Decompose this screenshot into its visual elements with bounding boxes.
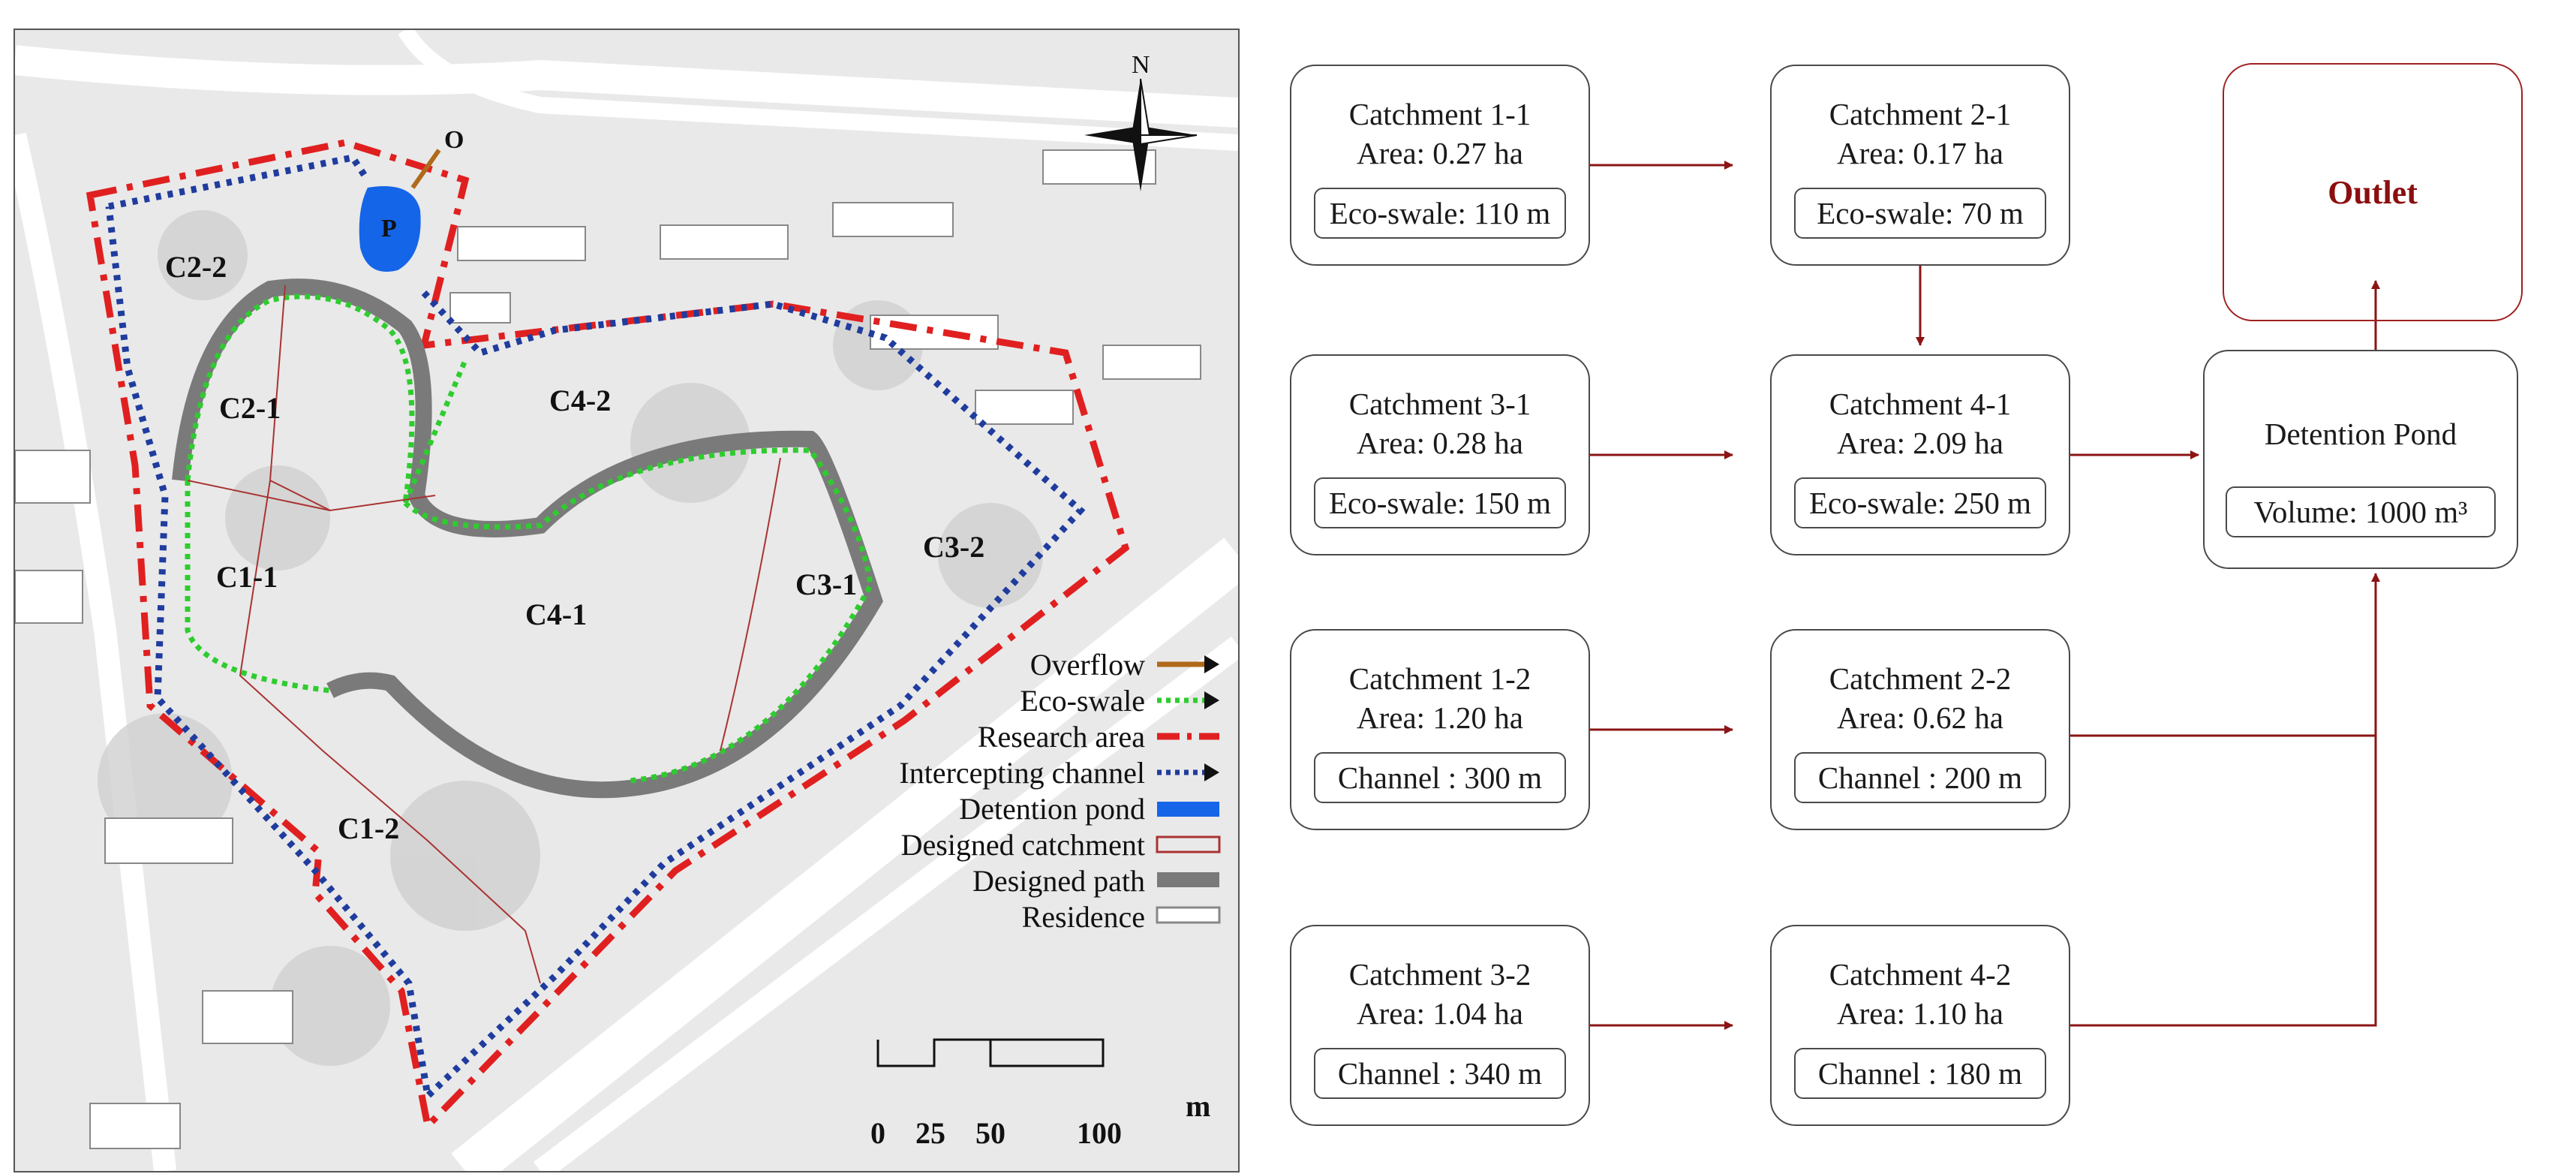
legend-overflow: Overflow xyxy=(1030,647,1216,682)
legend-label: Eco-swale xyxy=(1020,683,1145,718)
node-title: Catchment 4-2 xyxy=(1829,957,2012,992)
node-spec: Eco-swale: 110 m xyxy=(1314,188,1566,239)
node-area: Area: 2.09 ha xyxy=(1837,426,2003,460)
legend-label: Designed path xyxy=(972,863,1145,898)
node-title: Catchment 3-2 xyxy=(1348,957,1531,992)
node-spec: Eco-swale: 150 m xyxy=(1314,477,1566,528)
legend-label: Detention pond xyxy=(959,791,1145,826)
pond-title: Detention Pond xyxy=(2264,417,2457,451)
node-title: Catchment 2-1 xyxy=(1829,97,2012,131)
legend-symbols xyxy=(1156,655,1221,924)
node-area: Area: 0.28 ha xyxy=(1357,426,1523,460)
scale-tick: 0 xyxy=(870,1116,885,1150)
north-arrow-icon xyxy=(1084,78,1198,191)
north-label: N xyxy=(1132,51,1150,79)
legend-residence: Residence xyxy=(1022,899,1216,934)
region-label: C4-2 xyxy=(549,384,612,417)
scale-bar xyxy=(876,1038,1105,1067)
catchment-2-2-node: Catchment 2-2 Area: 0.62 ha Channel : 20… xyxy=(1770,629,2070,830)
pond-marker-label: P xyxy=(381,215,397,242)
catchment-3-1-node: Catchment 3-1 Area: 0.28 ha Eco-swale: 1… xyxy=(1290,354,1590,555)
catchment-3-2-node: Catchment 3-2 Area: 1.04 ha Channel : 34… xyxy=(1290,925,1590,1126)
region-label: C2-1 xyxy=(219,391,281,425)
node-area: Area: 1.20 ha xyxy=(1357,700,1523,735)
legend-label: Residence xyxy=(1021,899,1145,934)
node-area: Area: 1.10 ha xyxy=(1837,996,2003,1031)
site-map: N O P C2-2 C2-1 C1-1 C4-2 C4-1 C3-1 C3-2… xyxy=(14,29,1240,1172)
detention-pond xyxy=(359,186,421,272)
node-spec: Eco-swale: 250 m xyxy=(1794,477,2046,528)
legend-detention-pond: Detention pond xyxy=(959,791,1216,826)
catchment-1-2-node: Catchment 1-2 Area: 1.20 ha Channel : 30… xyxy=(1290,629,1590,830)
outlet-node: Outlet xyxy=(2223,63,2523,321)
pond-spec: Volume: 1000 m³ xyxy=(2226,486,2496,537)
legend-eco-swale: Eco-swale xyxy=(1020,683,1216,718)
detention-pond-node: Detention Pond Volume: 1000 m³ xyxy=(2203,350,2518,569)
node-title: Catchment 2-2 xyxy=(1829,661,2012,696)
legend-label: Intercepting channel xyxy=(899,755,1145,790)
scale-tick: 100 xyxy=(1077,1116,1122,1150)
scale-tick: 25 xyxy=(915,1116,945,1150)
legend-designed-path: Designed path xyxy=(972,863,1216,898)
legend-research-area: Research area xyxy=(978,719,1216,754)
legend-label: Overflow xyxy=(1029,647,1145,682)
region-label: C3-2 xyxy=(923,530,985,564)
catchment-4-2-node: Catchment 4-2 Area: 1.10 ha Channel : 18… xyxy=(1770,925,2070,1126)
site-map-drawing xyxy=(15,30,1238,1171)
node-title: Catchment 1-1 xyxy=(1348,97,1531,131)
outlet-marker-label: O xyxy=(444,126,464,154)
node-title: Catchment 3-1 xyxy=(1348,387,1531,421)
legend-label: Designed catchment xyxy=(900,827,1145,862)
scale-tick: 50 xyxy=(975,1116,1005,1150)
legend-designed-catchment: Designed catchment xyxy=(901,827,1216,862)
region-label: C4-1 xyxy=(525,598,588,631)
outlet-label: Outlet xyxy=(2328,173,2418,211)
node-title: Catchment 4-1 xyxy=(1829,387,2012,421)
legend-label: Research area xyxy=(977,719,1145,754)
node-area: Area: 0.17 ha xyxy=(1837,136,2003,170)
catchment-1-1-node: Catchment 1-1 Area: 0.27 ha Eco-swale: 1… xyxy=(1290,65,1590,266)
node-area: Area: 1.04 ha xyxy=(1357,996,1523,1031)
node-spec: Channel : 200 m xyxy=(1794,752,2046,803)
node-spec: Channel : 340 m xyxy=(1314,1048,1566,1099)
region-label: C1-2 xyxy=(338,811,400,845)
region-label: C2-2 xyxy=(165,250,227,284)
legend-intercepting-channel: Intercepting channel xyxy=(899,755,1216,790)
catchment-2-1-node: Catchment 2-1 Area: 0.17 ha Eco-swale: 7… xyxy=(1770,65,2070,266)
node-spec: Channel : 300 m xyxy=(1314,752,1566,803)
node-title: Catchment 1-2 xyxy=(1348,661,1531,696)
catchment-4-1-node: Catchment 4-1 Area: 2.09 ha Eco-swale: 2… xyxy=(1770,354,2070,555)
node-area: Area: 0.62 ha xyxy=(1837,700,2003,735)
node-spec: Eco-swale: 70 m xyxy=(1794,188,2046,239)
scale-unit: m xyxy=(1186,1089,1211,1123)
region-label: C1-1 xyxy=(216,560,278,594)
node-area: Area: 0.27 ha xyxy=(1357,136,1523,170)
region-label: C3-1 xyxy=(795,567,858,601)
node-spec: Channel : 180 m xyxy=(1794,1048,2046,1099)
